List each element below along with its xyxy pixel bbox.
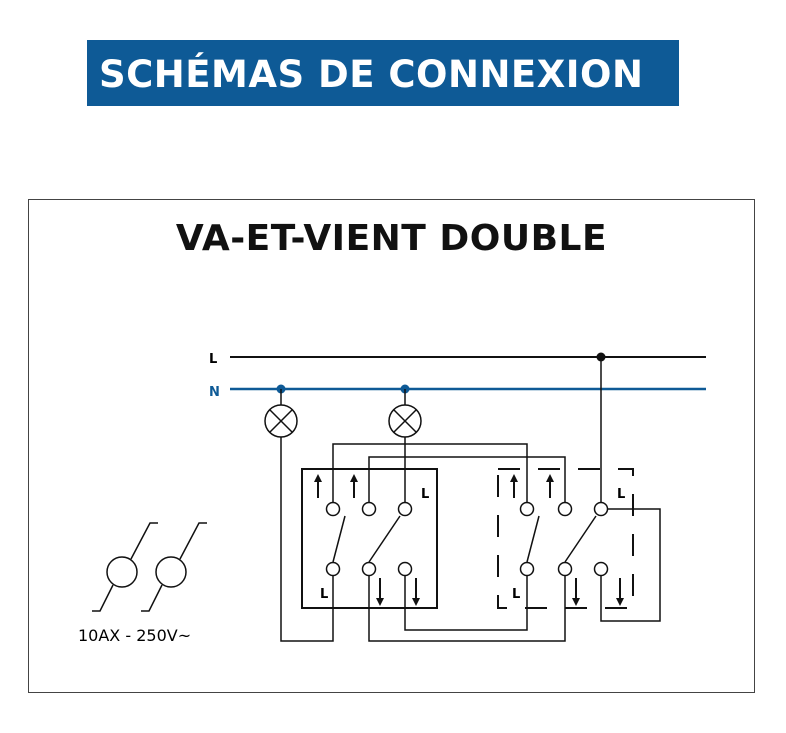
rating-label: 10AX - 250V~ [78,626,191,645]
diagram-title: VA-ET-VIENT DOUBLE [175,218,608,259]
header-banner: SCHÉMAS DE CONNEXION [87,40,679,106]
double-switch-symbol-icon [92,522,207,612]
terminal-label-bottom-right: L [512,587,520,602]
terminal-label-top: L [421,487,429,502]
page-title: SCHÉMAS DE CONNEXION [99,53,644,96]
terminal-label-bottom: L [320,587,328,602]
label-line-N: N [209,385,220,400]
diagram-frame: VA-ET-VIENT DOUBLE [28,199,755,693]
lamp-2-icon [388,389,422,438]
switch-right: L L [497,468,634,609]
terminal-label-top-right: L [617,487,625,502]
wiring [280,357,661,642]
lamp-1-icon [264,389,298,438]
label-line-L: L [209,352,217,367]
switch-left: L L [301,468,438,609]
